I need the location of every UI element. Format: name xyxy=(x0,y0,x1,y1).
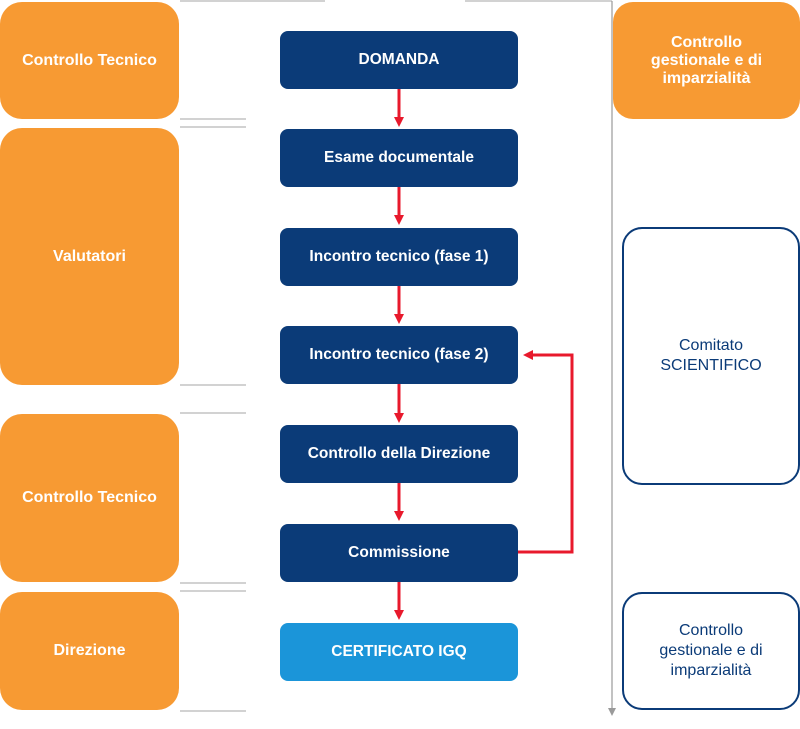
step-label: Incontro tecnico (fase 2) xyxy=(309,346,489,363)
box-comitato-scientifico: Comitato SCIENTIFICO xyxy=(622,227,800,485)
lane-controllo-tecnico-top: Controllo Tecnico xyxy=(0,2,179,119)
lane-valutatori: Valutatori xyxy=(0,128,179,385)
step-incontro-fase-1: Incontro tecnico (fase 1) xyxy=(280,228,518,286)
box-controllo-gestionale-bottom: Controllo gestionale e di imparzialità xyxy=(622,592,800,710)
lane-label: Valutatori xyxy=(53,247,126,265)
box-controllo-gestionale-top: Controllo gestionale e di imparzialità xyxy=(613,2,800,119)
lane-label: Controllo Tecnico xyxy=(22,51,157,69)
lane-controllo-tecnico-bottom: Controllo Tecnico xyxy=(0,414,179,582)
step-controllo-direzione: Controllo della Direzione xyxy=(280,425,518,483)
step-label: Controllo della Direzione xyxy=(307,445,491,462)
step-domanda: DOMANDA xyxy=(280,31,518,89)
step-label: DOMANDA xyxy=(358,51,440,68)
step-incontro-fase-2: Incontro tecnico (fase 2) xyxy=(280,326,518,384)
box-line: imparzialità xyxy=(662,69,751,87)
step-label: Commissione xyxy=(348,544,450,561)
box-line: Controllo xyxy=(670,33,743,51)
lane-label: Controllo Tecnico xyxy=(22,489,157,506)
box-line: gestionale e di xyxy=(659,642,763,659)
step-certificato-igq: CERTIFICATO IGQ xyxy=(280,623,518,681)
step-label: Incontro tecnico (fase 1) xyxy=(309,248,489,265)
box-line: gestionale e di xyxy=(650,51,763,69)
lane-label: Direzione xyxy=(53,642,126,659)
box-line: Controllo xyxy=(678,622,744,639)
box-line: imparzialità xyxy=(670,662,752,679)
box-line: Comitato xyxy=(678,337,744,354)
step-label: Esame documentale xyxy=(324,149,474,166)
step-esame-documentale: Esame documentale xyxy=(280,129,518,187)
feedback-arrow xyxy=(518,350,574,554)
box-line: SCIENTIFICO xyxy=(660,357,762,374)
step-label: CERTIFICATO IGQ xyxy=(331,643,467,660)
step-commissione: Commissione xyxy=(280,524,518,582)
lane-direzione: Direzione xyxy=(0,592,179,710)
